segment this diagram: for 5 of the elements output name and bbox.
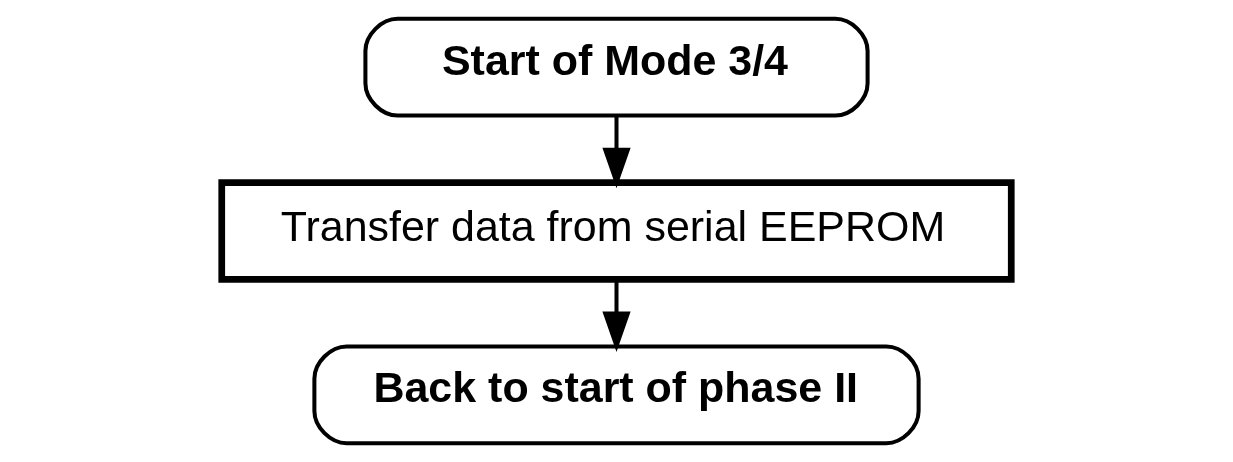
node-box: Back to start of phase II xyxy=(312,344,921,446)
arrow xyxy=(602,115,631,189)
arrow xyxy=(602,279,631,352)
node-box: Transfer data from serial EEPROM xyxy=(218,179,1015,283)
node-box: Start of Mode 3/4 xyxy=(363,16,870,118)
